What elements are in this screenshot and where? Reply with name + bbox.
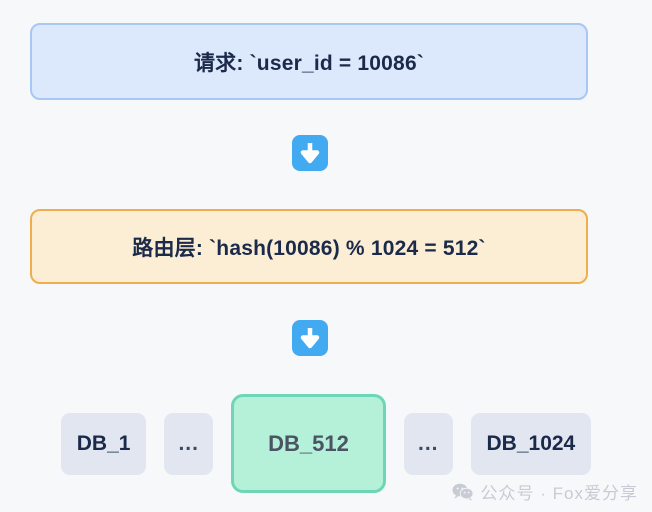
shard-db-1024-label: DB_1024 — [486, 431, 576, 455]
shard-gap-right-label: ... — [417, 431, 439, 455]
shard-gap-right: ... — [403, 412, 453, 475]
shard-db-512-active: DB_512 — [230, 394, 386, 493]
shard-db-1-label: DB_1 — [76, 431, 131, 455]
shard-db-1: DB_1 — [60, 412, 147, 475]
shard-gap-left: ... — [164, 412, 213, 475]
arrow-down-icon — [292, 135, 328, 171]
stage-request-box: 请求: `user_id = 10086` — [30, 23, 588, 100]
stage-router-label: 路由层: `hash(10086) % 1024 = 512` — [132, 236, 486, 260]
stage-request-label: 请求: `user_id = 10086` — [193, 51, 425, 75]
shard-db-1024: DB_1024 — [470, 412, 592, 475]
arrow-down-icon — [292, 320, 328, 356]
shard-row: DB_1 ... DB_512 ... DB_1024 — [0, 393, 652, 494]
stage-router-box: 路由层: `hash(10086) % 1024 = 512` — [30, 209, 588, 284]
shard-db-512-label: DB_512 — [268, 430, 349, 456]
shard-gap-left-label: ... — [178, 431, 199, 455]
